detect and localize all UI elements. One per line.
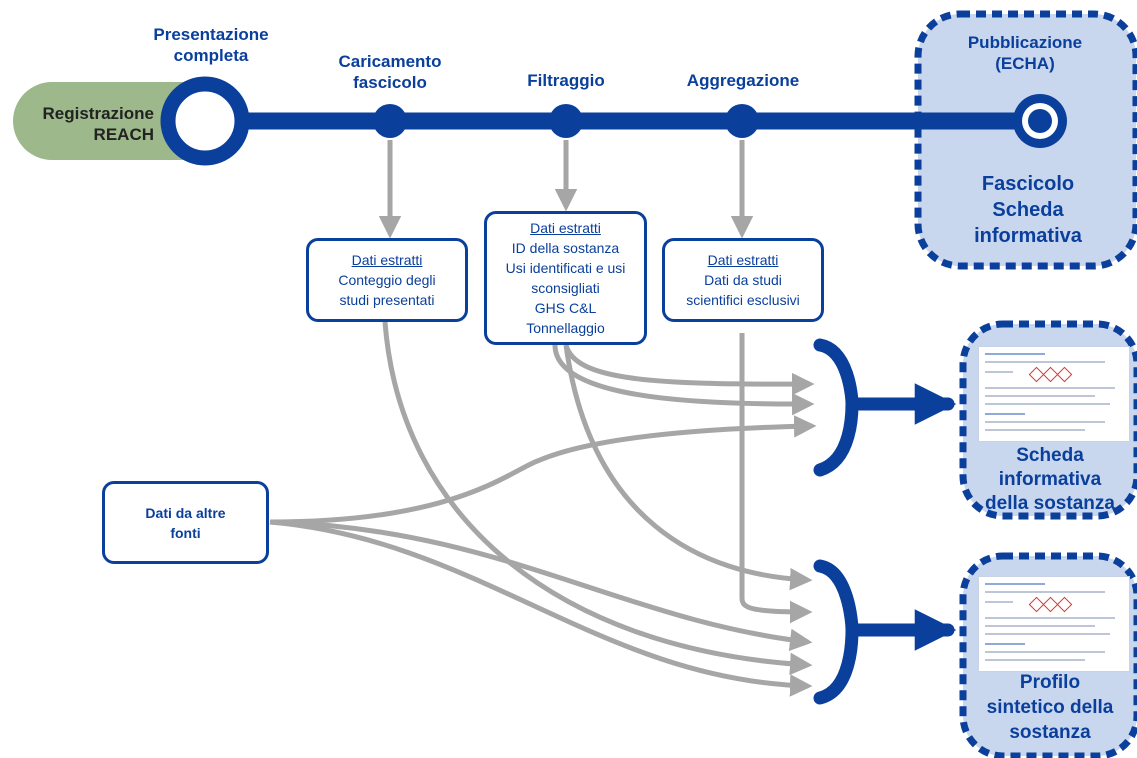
registration-label-line1: Registrazione	[42, 104, 154, 123]
registration-label: Registrazione REACH	[18, 103, 154, 145]
output-fascicolo-line2: Scheda	[992, 199, 1064, 221]
output-scheda-line1: Scheda	[1016, 445, 1084, 466]
stage-dot-aggregazione	[725, 104, 759, 138]
output-profilo-line3: sostanza	[1009, 722, 1091, 743]
output-profilo-line2: sintetico della	[986, 697, 1114, 718]
other-sources-box: Dati da altre fonti	[102, 481, 269, 564]
extracted-box-line: Usi identificati e usi	[505, 260, 626, 276]
flow-aggregazione-to-profilo	[739, 333, 813, 624]
output-scheda-line3: della sostanza	[985, 493, 1115, 514]
flow-altre-to-profilo-1	[269, 519, 813, 652]
stage-label-caricamento-line2: fascicolo	[353, 73, 427, 92]
flow-filtraggio-to-profilo	[563, 344, 813, 591]
merge-brace-scheda	[813, 338, 948, 477]
output-fascicolo-line3: informativa	[974, 225, 1082, 247]
stage-label-pubblicazione: Pubblicazione (ECHA)	[955, 32, 1095, 74]
stage-label-presentazione: Presentazione completa	[130, 24, 292, 66]
merge-brace-profilo	[813, 559, 948, 705]
flow-filtraggio-to-scheda-2	[552, 344, 815, 416]
extracted-box-caricamento: Dati estratti Conteggio degli studi pres…	[306, 238, 468, 322]
extracted-box-line: ID della sostanza	[511, 240, 620, 256]
extracted-box-filtraggio: Dati estratti ID della sostanza Usi iden…	[484, 211, 647, 345]
output-scheda-line2: informativa	[998, 469, 1102, 490]
flow-caricamento-to-profilo	[382, 321, 813, 676]
stage-dot-filtraggio	[549, 104, 583, 138]
stage-label-pubblicazione-line1: Pubblicazione	[967, 33, 1083, 52]
stage-label-pubblicazione-line2: (ECHA)	[995, 54, 1055, 73]
extracted-box-line: Tonnellaggio	[526, 320, 605, 336]
registration-label-line2: REACH	[93, 125, 154, 144]
extracted-box-line: studi presentati	[339, 292, 435, 308]
stage-label-caricamento-line1: Caricamento	[338, 52, 442, 71]
stage-dot-caricamento	[373, 104, 407, 138]
extracted-box-aggregazione: Dati estratti Dati da studi scientifici …	[662, 238, 824, 322]
stage-label-aggregazione: Aggregazione	[670, 70, 816, 91]
flow-filtraggio-to-scheda	[563, 344, 815, 396]
stage-label-presentazione-line1: Presentazione	[153, 25, 269, 44]
output-profilo-label: Profilo sintetico della sostanza	[966, 670, 1134, 745]
output-scheda-label: Scheda informativa della sostanza	[966, 444, 1134, 516]
extracted-box-heading: Dati estratti	[707, 252, 779, 268]
stage-label-presentazione-line2: completa	[173, 46, 249, 65]
stage-label-caricamento: Caricamento fascicolo	[314, 51, 466, 93]
timeline-end-target-core	[1028, 109, 1052, 133]
output-profilo-line1: Profilo	[1019, 672, 1081, 693]
flow-altre-to-scheda	[269, 415, 817, 525]
output-fascicolo-label: Fascicolo Scheda informativa	[958, 171, 1098, 249]
extracted-box-line: GHS C&L	[534, 300, 597, 316]
scheda-page-thumbnail	[978, 346, 1130, 442]
extracted-box-line: Conteggio degli	[338, 272, 436, 288]
other-sources-line1: Dati da altre	[145, 504, 226, 521]
extracted-box-heading: Dati estratti	[530, 220, 601, 236]
other-sources-line2: fonti	[170, 524, 201, 541]
stage-label-aggregazione-line1: Aggregazione	[686, 71, 800, 90]
timeline-start-ring	[160, 76, 250, 166]
output-fascicolo-line1: Fascicolo	[981, 173, 1075, 195]
extracted-box-line: scientifici esclusivi	[686, 292, 800, 308]
flow-altre-to-profilo-2	[269, 519, 813, 697]
stage-label-filtraggio: Filtraggio	[496, 70, 636, 91]
extracted-box-heading: Dati estratti	[351, 252, 423, 268]
registration-pill	[13, 82, 200, 160]
extracted-box-line: Dati da studi	[704, 272, 782, 288]
profilo-page-thumbnail	[978, 576, 1130, 672]
stage-label-filtraggio-line1: Filtraggio	[527, 71, 605, 90]
extracted-box-line: sconsigliati	[531, 280, 600, 296]
